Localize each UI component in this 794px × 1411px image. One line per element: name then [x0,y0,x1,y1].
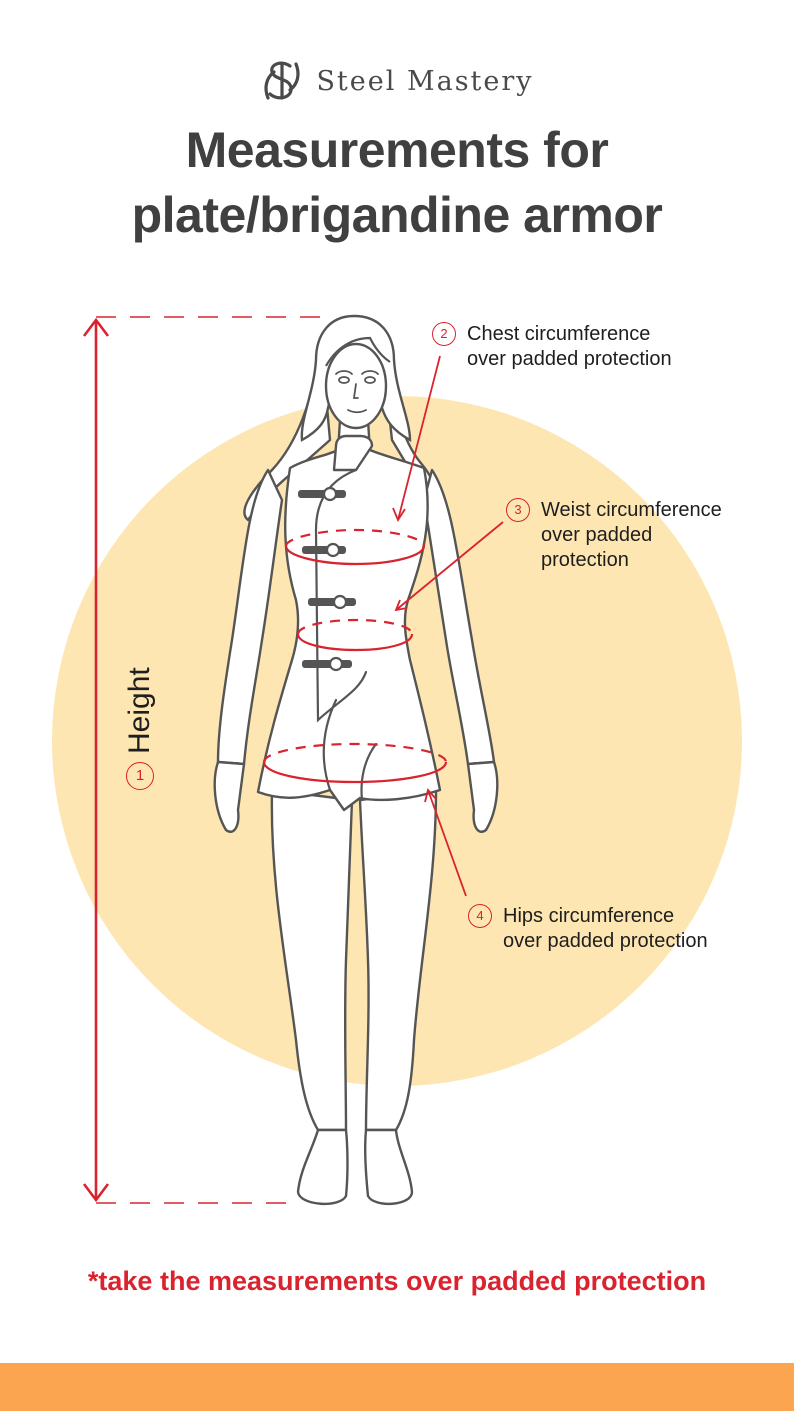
height-number: 1 [126,762,154,790]
woman-figure [213,348,499,1206]
callout-line: over padded [541,524,653,546]
page-title: Measurements for plate/brigandine armor [0,118,794,248]
brand-logo: Steel Mastery [0,58,794,104]
height-arrow [82,316,320,1204]
title-line-2: plate/brigandine armor [131,187,663,243]
callout-line: Weist circumference [541,499,722,521]
footnote: *take the measurements over padded prote… [87,1266,707,1296]
title-line-1: Measurements for [185,122,609,178]
callout-hips: 4 Hips circumference over padded protect… [468,904,708,954]
callout-arrows [392,355,504,897]
brand-name: Steel Mastery [316,65,534,97]
callout-number: 2 [432,322,456,346]
footer-bar [0,1363,794,1411]
measurement-rings [262,528,448,784]
height-label: 1 Height [120,650,160,790]
callout-line: protection [541,549,629,571]
callout-number: 3 [506,498,530,522]
callout-line: over padded protection [467,348,672,370]
coat-toggles [298,486,356,672]
callout-line: Chest circumference [467,323,651,345]
figure-head [300,314,412,443]
height-text: Height [123,667,156,754]
callout-number: 4 [468,904,492,928]
callout-line: over padded protection [503,930,708,952]
callout-chest: 2 Chest circumference over padded protec… [432,322,672,372]
callout-line: Hips circumference [503,905,675,927]
callout-waist: 3 Weist circumference over padded protec… [506,498,722,573]
sm-monogram-icon [264,61,301,100]
